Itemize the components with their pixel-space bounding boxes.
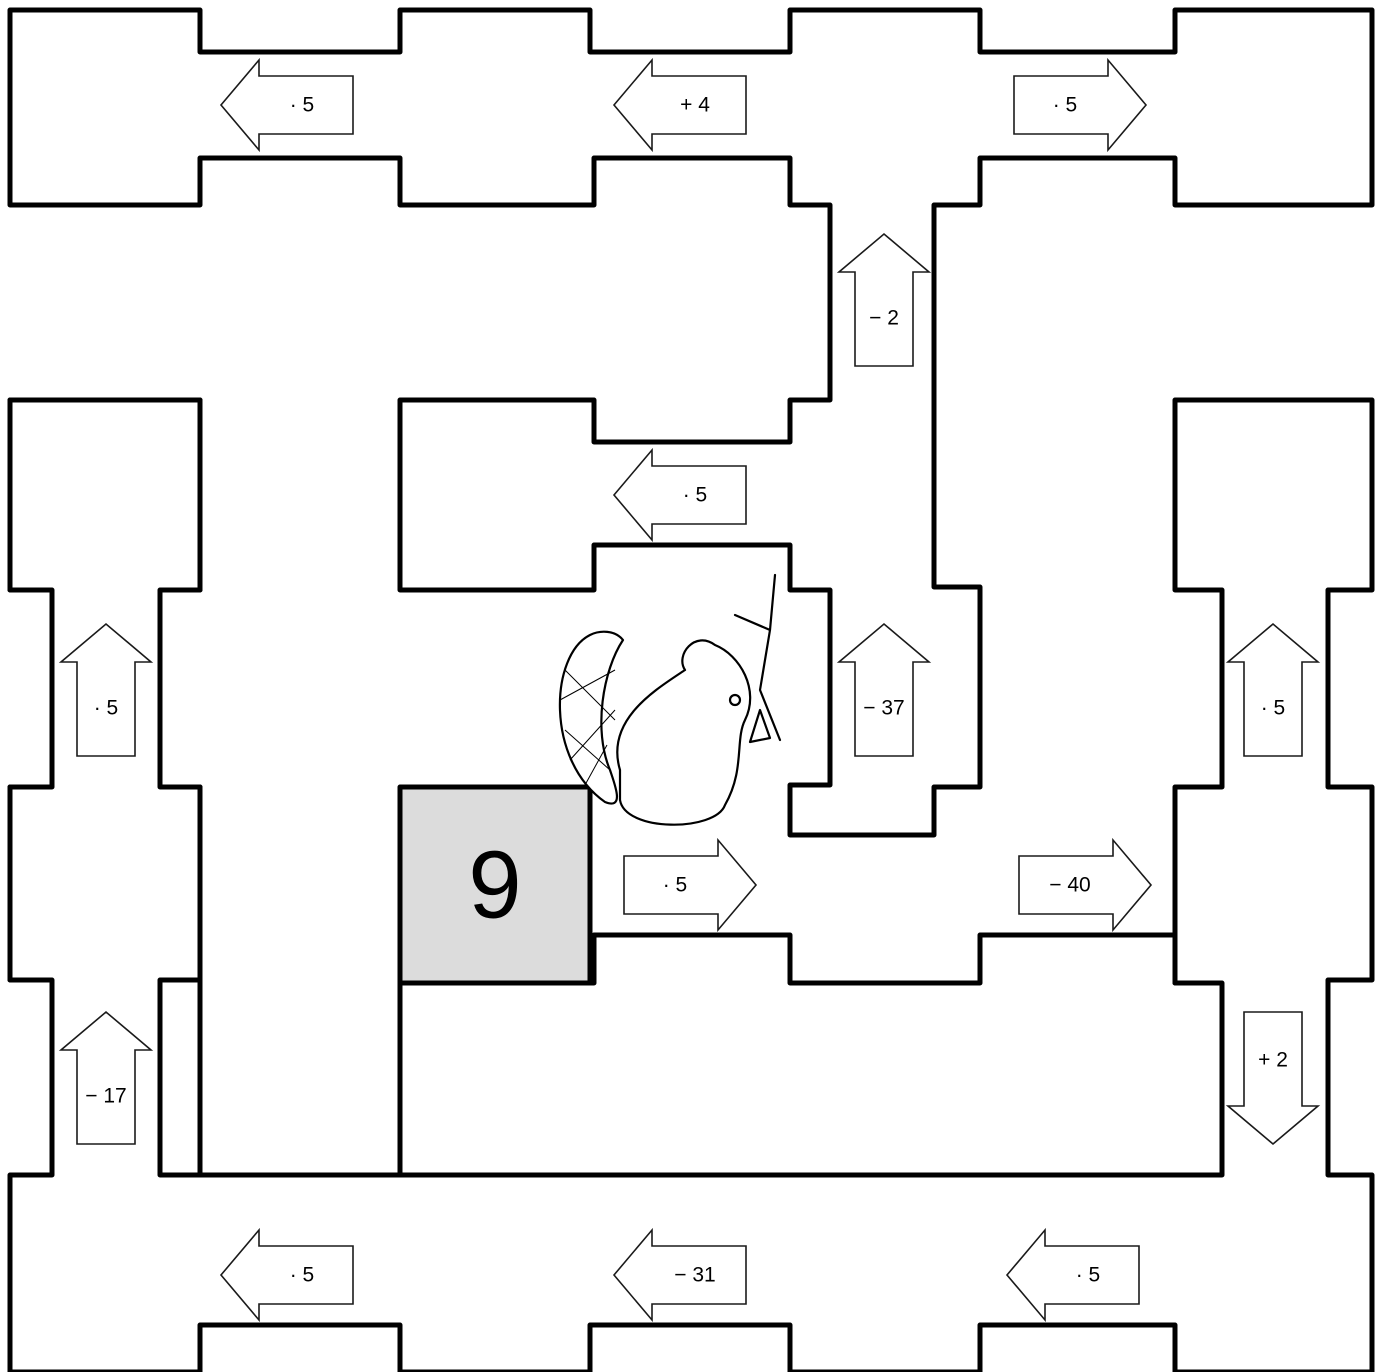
operation-label: − 2 [869,307,899,330]
operation-arrow-start-right: · 5 [624,840,756,930]
operation-arrow-mid-right: − 40 [1019,840,1151,930]
beaver-with-measuring-tape-icon [560,575,780,825]
operation-label: − 17 [85,1085,126,1108]
operation-label: · 5 [1053,94,1078,117]
operation-label: − 37 [863,697,904,720]
arrow-shape-right [624,840,756,930]
operation-label: − 31 [674,1264,715,1287]
operation-label: + 4 [680,94,710,117]
operation-label: · 5 [94,697,119,720]
operation-label: · 5 [683,484,708,507]
start-cell: 9 [400,787,590,983]
start-value: 9 [468,832,521,939]
operation-label: · 5 [290,94,315,117]
operation-label: · 5 [290,1264,315,1287]
operation-label: · 5 [1261,697,1286,720]
operation-label: + 2 [1258,1049,1288,1072]
operation-label: · 5 [1076,1264,1101,1287]
operation-label: − 40 [1049,874,1090,897]
operation-label: · 5 [663,874,688,897]
